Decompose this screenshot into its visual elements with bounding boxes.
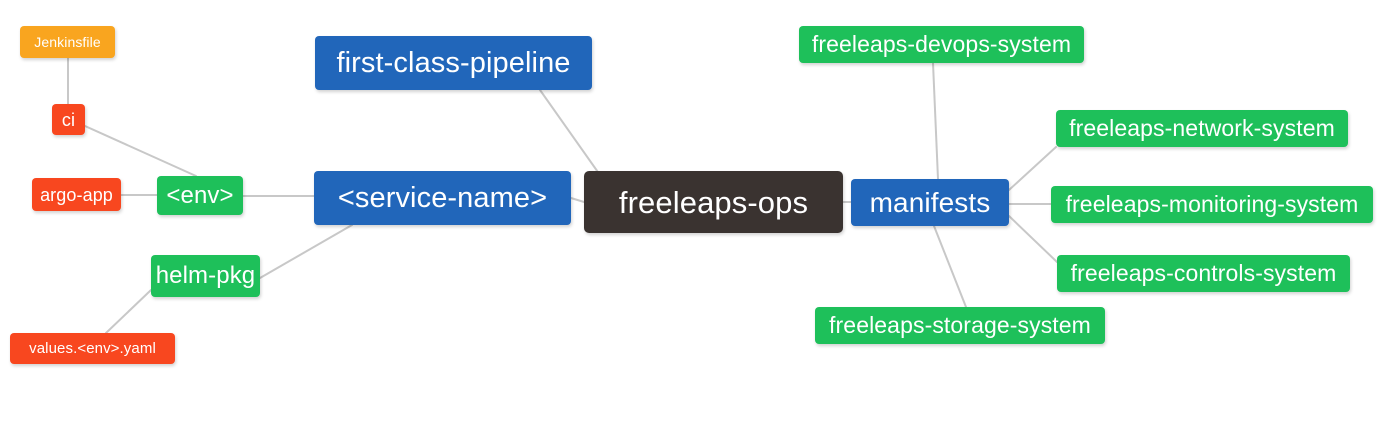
mindmap-node-service-name[interactable]: <service-name> (314, 171, 571, 225)
mindmap-node-label: freeleaps-network-system (1069, 115, 1335, 141)
mindmap-node-label: ci (61, 109, 76, 130)
mindmap-node-label: freeleaps-devops-system (811, 31, 1072, 57)
mindmap-node-label: freeleaps-controls-system (1070, 260, 1337, 286)
edge-service-name-to-helm-pkg (259, 224, 353, 279)
mindmap-node-jenkinsfile[interactable]: Jenkinsfile (20, 26, 115, 58)
mindmap-node-freeleaps-monitoring-system[interactable]: freeleaps-monitoring-system (1051, 186, 1373, 223)
mindmap-node-label: helm-pkg (155, 262, 256, 289)
mindmap-node-label: <service-name> (337, 181, 548, 214)
mindmap-node-label: argo-app (40, 184, 113, 205)
mindmap-node-freeleaps-storage-system[interactable]: freeleaps-storage-system (815, 307, 1105, 344)
mindmap-node-label: freeleaps-ops (618, 184, 809, 220)
mindmap-node-label: Jenkinsfile (34, 34, 101, 50)
mindmap-node-label: freeleaps-storage-system (829, 312, 1091, 338)
mindmap-node-freeleaps-ops[interactable]: freeleaps-ops (584, 171, 843, 233)
mindmap-node-ci[interactable]: ci (52, 104, 85, 135)
mindmap-node-values-env-yaml[interactable]: values.<env>.yaml (10, 333, 175, 364)
mindmap-node-freeleaps-controls-system[interactable]: freeleaps-controls-system (1057, 255, 1350, 292)
mindmap-node-env[interactable]: <env> (157, 176, 243, 215)
mindmap-node-first-class-pipeline[interactable]: first-class-pipeline (315, 36, 592, 90)
mindmap-node-freeleaps-network-system[interactable]: freeleaps-network-system (1056, 110, 1348, 147)
edge-freeleaps-ops-to-service-name (570, 197, 585, 203)
edge-freeleaps-ops-to-first-class-pipeline (539, 89, 601, 176)
mindmap-node-label: freeleaps-monitoring-system (1065, 191, 1359, 217)
edge-env-to-ci (84, 125, 197, 177)
mindmap-node-label: manifests (869, 186, 991, 218)
mindmap-node-helm-pkg[interactable]: helm-pkg (151, 255, 260, 297)
mindmap-node-label: values.<env>.yaml (29, 340, 156, 357)
edge-manifests-to-freeleaps-controls-system (1008, 215, 1058, 263)
edge-manifests-to-freeleaps-network-system (1008, 146, 1057, 191)
mindmap-node-argo-app[interactable]: argo-app (32, 178, 121, 211)
mindmap-node-manifests[interactable]: manifests (851, 179, 1009, 226)
mindmap-node-freeleaps-devops-system[interactable]: freeleaps-devops-system (799, 26, 1084, 63)
mindmap-node-label: first-class-pipeline (336, 46, 571, 79)
edge-helm-pkg-to-values-env-yaml (105, 289, 152, 334)
mindmap-node-label: <env> (166, 181, 234, 209)
edge-manifests-to-freeleaps-devops-system (932, 62, 939, 180)
edge-manifests-to-freeleaps-storage-system (933, 225, 967, 308)
